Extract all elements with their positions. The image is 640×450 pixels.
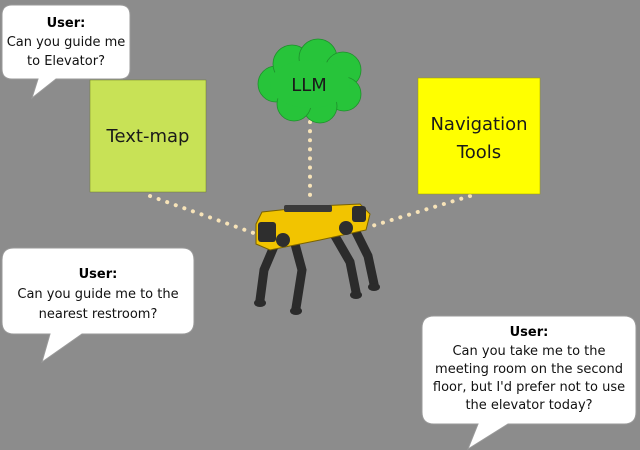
speech-bubble-1-speaker: User: <box>47 16 86 31</box>
speech-bubble-3: User: Can you take me to the meeting roo… <box>421 315 637 450</box>
speech-bubble-1-line-1: Can you guide me <box>7 35 126 50</box>
text-map-box <box>89 79 207 193</box>
speech-bubble-3-line-2: meeting room on the second <box>435 362 623 377</box>
robot-feet <box>254 283 380 315</box>
robot-rear-hip <box>339 221 353 235</box>
robot-dog-illustration <box>254 203 380 315</box>
text-map-label: Text-map <box>106 126 190 147</box>
speech-bubble-2-shape <box>1 247 195 364</box>
speech-bubble-1: User: Can you guide me to Elevator? <box>1 4 131 100</box>
llm-label: LLM <box>291 75 327 96</box>
robot-head-sensor <box>258 222 276 242</box>
robot-top-plate <box>284 205 332 212</box>
speech-bubble-1-line-2: to Elevator? <box>27 54 105 69</box>
navigation-tools-label-line-2: Tools <box>456 142 501 163</box>
navigation-tools-node: Navigation Tools <box>417 77 541 195</box>
speech-bubble-2-line-2: nearest restroom? <box>39 307 158 322</box>
speech-bubble-3-line-1: Can you take me to the <box>452 344 605 359</box>
text-map-node: Text-map <box>89 79 207 193</box>
robot-front-hip <box>276 233 290 247</box>
speech-bubble-2-line-1: Can you guide me to the <box>17 287 178 302</box>
connector-navtools-robot <box>370 194 472 228</box>
speech-bubble-2: User: Can you guide me to the nearest re… <box>1 247 195 364</box>
speech-bubble-3-shape <box>421 315 637 450</box>
speech-bubble-3-line-3: floor, but I'd prefer not to use <box>433 380 625 395</box>
connector-textmap-robot <box>148 194 264 238</box>
navigation-tools-label-line-1: Navigation <box>430 114 527 135</box>
connectors <box>148 120 472 238</box>
robot-rear-sensor <box>352 206 366 222</box>
speech-bubble-3-line-4: the elevator today? <box>465 398 592 413</box>
speech-bubble-3-speaker: User: <box>510 325 549 340</box>
robot-legs <box>255 227 379 313</box>
speech-bubble-1-shape <box>1 4 131 100</box>
llm-cloud-shape <box>257 38 362 124</box>
navigation-tools-box <box>417 77 541 195</box>
llm-cloud-node: LLM <box>257 38 362 124</box>
speech-bubble-2-speaker: User: <box>79 267 118 282</box>
